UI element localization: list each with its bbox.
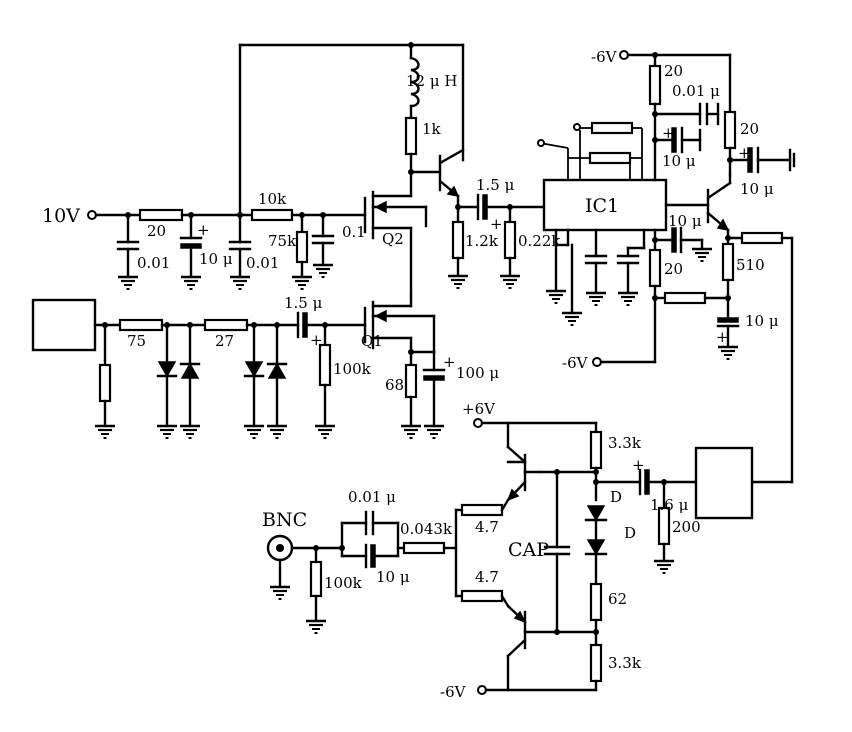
label-r100k-bnc: 100k	[324, 574, 363, 592]
label-r200: 200	[672, 518, 701, 536]
label-r20-right: 20	[740, 120, 759, 138]
resistor-100k-q1	[318, 343, 332, 387]
resistor-3.3k-bottom	[589, 643, 603, 683]
label-c100u: 100 μ	[456, 364, 499, 382]
ic1-input-section: +	[446, 193, 546, 290]
label-r20-input: 20	[147, 222, 166, 240]
label-r75: 75	[127, 332, 146, 350]
resistor-20-top	[648, 64, 662, 106]
label-d2: D	[624, 524, 636, 542]
resistor-1.2k	[451, 220, 465, 260]
label-c15u-top: 1.5 μ	[476, 176, 515, 194]
resistor-0.22k	[503, 220, 517, 260]
label-r12k: 1.2k	[465, 232, 499, 250]
label-q2: Q2	[382, 230, 404, 248]
driver-section: +	[266, 418, 754, 695]
load-block-right	[694, 446, 754, 520]
label-c001-b: 0.01	[246, 254, 279, 272]
label-r47-b: 4.7	[475, 568, 499, 586]
label-r20-top: 20	[664, 62, 683, 80]
label-r100k-q1: 100k	[333, 360, 372, 378]
label-c01: 0.1	[342, 223, 366, 241]
label-minus6v-mid: -6V	[562, 354, 589, 372]
label-q1: Q1	[361, 332, 383, 350]
resistor-20-ic	[648, 248, 662, 288]
source-block-left	[31, 298, 97, 352]
ic1-supply-section: + + +	[592, 50, 796, 484]
label-r20-ic: 20	[664, 260, 683, 278]
label-c10u-out: 10 μ	[745, 312, 779, 330]
resistor-20-input	[138, 208, 184, 222]
resistor-10k	[250, 208, 294, 222]
label-r62: 62	[608, 590, 627, 608]
label-c10u-a: 10 μ	[199, 250, 233, 268]
ic1-section	[537, 121, 714, 364]
label-r33k-top: 3.3k	[608, 434, 642, 452]
label-d1: D	[610, 488, 622, 506]
resistor-20-right	[723, 110, 737, 150]
resistor-3.3k-top	[589, 430, 603, 470]
label-ic1: IC1	[585, 195, 619, 217]
label-r1k: 1k	[422, 120, 442, 138]
resistor-75	[118, 318, 164, 332]
resistor-100k-bnc	[309, 560, 323, 598]
svg-text:+: +	[662, 124, 675, 142]
label-l12uH: 12 μ H	[406, 72, 457, 90]
labels: 10V 20 0.01 10 μ 0.01 10k 75k 0.1 Q2 12 …	[42, 48, 779, 701]
label-r33k-bot: 3.3k	[608, 654, 642, 672]
label-r0043k: 0.043k	[400, 520, 453, 538]
label-r47-a: 4.7	[475, 518, 499, 536]
svg-text:+: +	[443, 353, 456, 371]
resistor-27	[203, 318, 249, 332]
svg-text:+: +	[197, 221, 210, 239]
label-c10u-top: 10 μ	[662, 152, 696, 170]
svg-text:+: +	[716, 328, 729, 346]
svg-text:+: +	[490, 215, 503, 233]
label-c001-top: 0.01 μ	[672, 82, 720, 100]
label-c10u-right: 10 μ	[740, 180, 774, 198]
q1-section: + +	[31, 294, 456, 440]
resistor-4.7-top	[460, 503, 504, 517]
label-c10u-bnc: 10 μ	[376, 568, 410, 586]
label-r10k: 10k	[258, 190, 287, 208]
label-c15u-q1: 1.5 μ	[284, 294, 323, 312]
label-r68: 68	[385, 376, 404, 394]
label-r75k: 75k	[268, 232, 297, 250]
label-plus6v: +6V	[462, 400, 496, 418]
label-c16u: 1.6 μ	[650, 496, 689, 514]
label-c001u-bnc: 0.01 μ	[348, 488, 396, 506]
resistor-shunt-left	[98, 363, 112, 403]
resistor-0.043k	[402, 541, 446, 555]
label-c10u-ic: 10 μ	[668, 212, 702, 230]
label-cap: CAP	[508, 539, 549, 561]
label-r27: 27	[215, 332, 234, 350]
svg-text:+: +	[632, 456, 645, 474]
label-minus6v-top: -6V	[591, 48, 618, 66]
resistor-68	[404, 363, 418, 399]
ic1-chip	[542, 178, 668, 232]
label-bnc: BNC	[262, 509, 307, 531]
label-minus6v-bottom: -6V	[440, 683, 467, 701]
resistor-510	[721, 242, 735, 282]
q2-load-section	[238, 42, 465, 298]
label-10v: 10V	[42, 205, 80, 227]
resistor-62	[589, 582, 603, 622]
input-10v-section: +	[87, 43, 367, 291]
resistor-1k	[404, 116, 418, 156]
label-r022k: 0.22k	[518, 232, 561, 250]
svg-text:+: +	[738, 144, 751, 162]
resistor-4.7-bottom	[460, 589, 504, 603]
inductor-12uH	[409, 56, 420, 108]
resistor-75k	[295, 230, 309, 264]
label-r510: 510	[736, 256, 765, 274]
label-c001-a: 0.01	[137, 254, 170, 272]
